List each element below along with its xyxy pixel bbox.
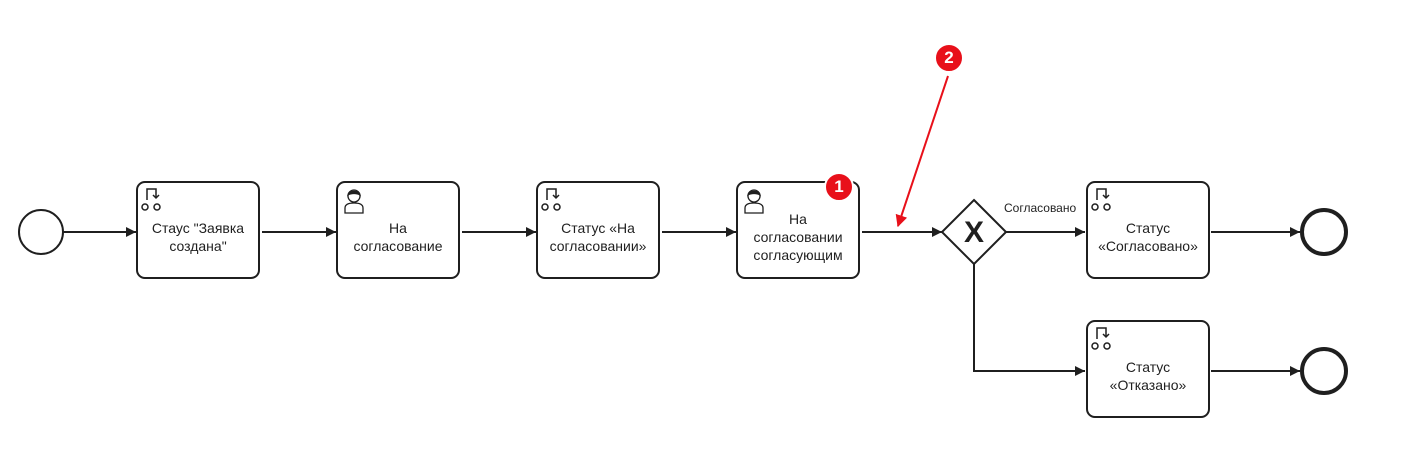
exclusive-gateway[interactable]	[940, 198, 1008, 266]
annotation-badge-1: 1	[824, 172, 854, 202]
user-task-icon	[344, 189, 364, 214]
task-status-created[interactable]: Стаус "Заявка создана"	[136, 181, 260, 279]
end-event-rejected[interactable]	[1300, 347, 1348, 395]
task-for-approval[interactable]: На согласование	[336, 181, 460, 279]
user-task-icon	[744, 189, 764, 214]
flow-label-approved: Согласовано	[1004, 201, 1077, 215]
task-status-in-approval[interactable]: Статус «На согласовании»	[536, 181, 660, 279]
script-task-icon	[141, 188, 161, 211]
flow-gateway-to-rejected[interactable]	[973, 264, 1085, 376]
script-task-icon	[1091, 188, 1111, 211]
task-status-rejected[interactable]: Статус «Отказано»	[1086, 320, 1210, 418]
annotation-arrow	[895, 75, 949, 228]
task-label: Статус «Отказано»	[1109, 359, 1187, 393]
annotation-badge-2: 2	[934, 43, 964, 73]
script-task-icon	[541, 188, 561, 211]
task-label: На согласовании согласующим	[753, 211, 843, 263]
task-label: Стаус "Заявка создана"	[151, 220, 245, 254]
start-event[interactable]	[18, 209, 64, 255]
gateway-x-symbol: X	[964, 216, 984, 249]
task-status-approved[interactable]: Статус «Согласовано»	[1086, 181, 1210, 279]
task-label: Статус «Согласовано»	[1098, 220, 1198, 254]
task-label: На согласование	[353, 220, 443, 254]
task-label: Статус «На согласовании»	[549, 220, 647, 254]
script-task-icon	[1091, 327, 1111, 350]
end-event-approved[interactable]	[1300, 208, 1348, 256]
